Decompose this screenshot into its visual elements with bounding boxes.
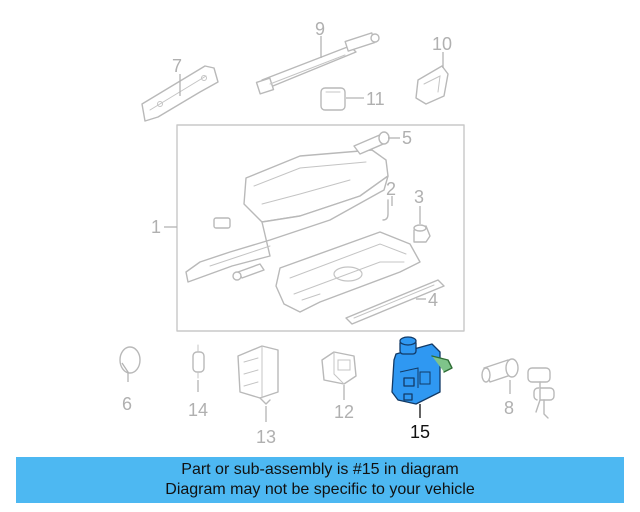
callout-1: 1	[151, 217, 161, 237]
callout-8: 8	[504, 398, 514, 418]
part-5-damper[interactable]	[353, 131, 390, 155]
callout-6: 6	[122, 394, 132, 414]
callout-13: 13	[256, 427, 276, 447]
part-13-switch[interactable]	[237, 345, 279, 405]
callout-14: 14	[188, 400, 208, 420]
assembly-box	[176, 124, 465, 332]
banner-line-2: Diagram may not be specific to your vehi…	[165, 481, 475, 498]
callout-4: 4	[428, 290, 438, 310]
callout-5: 5	[402, 128, 412, 148]
part-1-glove-box-housing[interactable]	[185, 149, 389, 283]
callout-3: 3	[414, 187, 424, 207]
part-10-clip[interactable]	[415, 65, 449, 105]
callout-7: 7	[172, 56, 182, 76]
parts-diagram: 7 9 10 11 1 5	[119, 19, 555, 447]
info-banner: Part or sub-assembly is #15 in diagram D…	[16, 457, 624, 503]
callout-2: 2	[386, 179, 396, 199]
callout-10: 10	[432, 34, 452, 54]
part-3-stop[interactable]	[413, 224, 431, 243]
part-9-damper[interactable]	[255, 32, 380, 95]
banner-line-1: Part or sub-assembly is #15 in diagram	[181, 461, 459, 478]
part-15-lock-assembly[interactable]	[391, 336, 453, 405]
part-8-lock-cylinder[interactable]	[481, 358, 555, 419]
glove-box-bin[interactable]	[275, 231, 421, 313]
part-6-socket[interactable]	[119, 346, 141, 382]
part-12-connector[interactable]	[321, 351, 357, 385]
part-2-pin[interactable]	[382, 199, 389, 221]
part-14-bulb[interactable]	[192, 344, 205, 379]
callout-11: 11	[366, 89, 385, 109]
part-4-seal-strip[interactable]	[345, 279, 445, 325]
callout-15: 15	[410, 422, 430, 442]
part-11-bumper[interactable]	[320, 87, 346, 111]
callout-12: 12	[334, 402, 354, 422]
callout-9: 9	[315, 19, 325, 39]
